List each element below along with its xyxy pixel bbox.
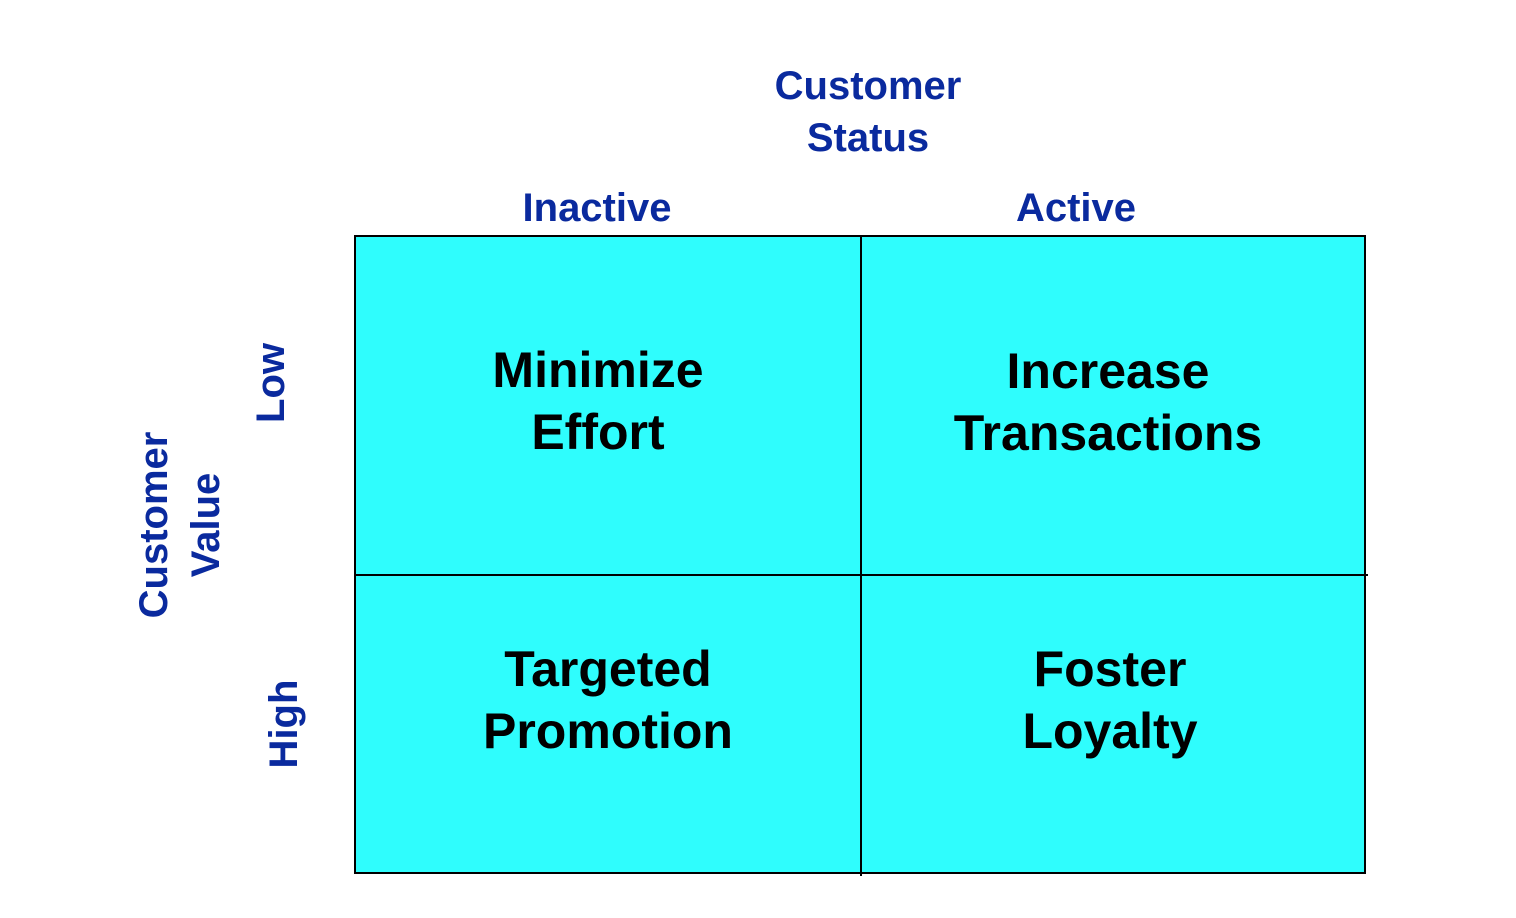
cell-line2: Promotion: [483, 703, 733, 759]
top-axis-title-line2: Status: [806, 116, 930, 160]
column-label-active: Active: [1015, 186, 1137, 230]
cell-line1: Increase: [1006, 342, 1210, 399]
cell-line2: Transactions: [953, 404, 1263, 461]
side-axis-title-line2: Value: [184, 472, 228, 578]
matrix-cell-high-inactive: Targeted Promotion: [356, 576, 862, 876]
side-axis-title-line1: Customer: [132, 431, 176, 619]
cell-line1: Minimize: [492, 341, 704, 398]
matrix-cell-text: Foster Loyalty: [1022, 638, 1197, 762]
row-label-high: High: [262, 679, 306, 769]
matrix-cell-text: Increase Transactions: [954, 340, 1262, 464]
matrix-cell-text: Targeted Promotion: [483, 638, 733, 762]
row-label-low: Low: [249, 343, 293, 423]
side-axis-title: Customer Value: [128, 432, 232, 619]
top-axis-title-line1: Customer: [774, 64, 962, 108]
strategy-matrix: Minimize Effort Increase Transactions Ta…: [354, 235, 1368, 876]
matrix-cell-low-active: Increase Transactions: [862, 237, 1368, 576]
matrix-cell-high-active: Foster Loyalty: [862, 576, 1368, 876]
cell-line1: Targeted: [504, 641, 712, 697]
matrix-cell-text: Minimize Effort: [492, 339, 703, 463]
column-label-inactive: Inactive: [522, 186, 672, 230]
matrix-cell-low-inactive: Minimize Effort: [356, 237, 862, 576]
top-axis-title: Customer Status: [668, 60, 1068, 164]
cell-line2: Effort: [531, 403, 665, 460]
cell-line1: Foster: [1033, 641, 1187, 697]
cell-line2: Loyalty: [1022, 703, 1198, 759]
